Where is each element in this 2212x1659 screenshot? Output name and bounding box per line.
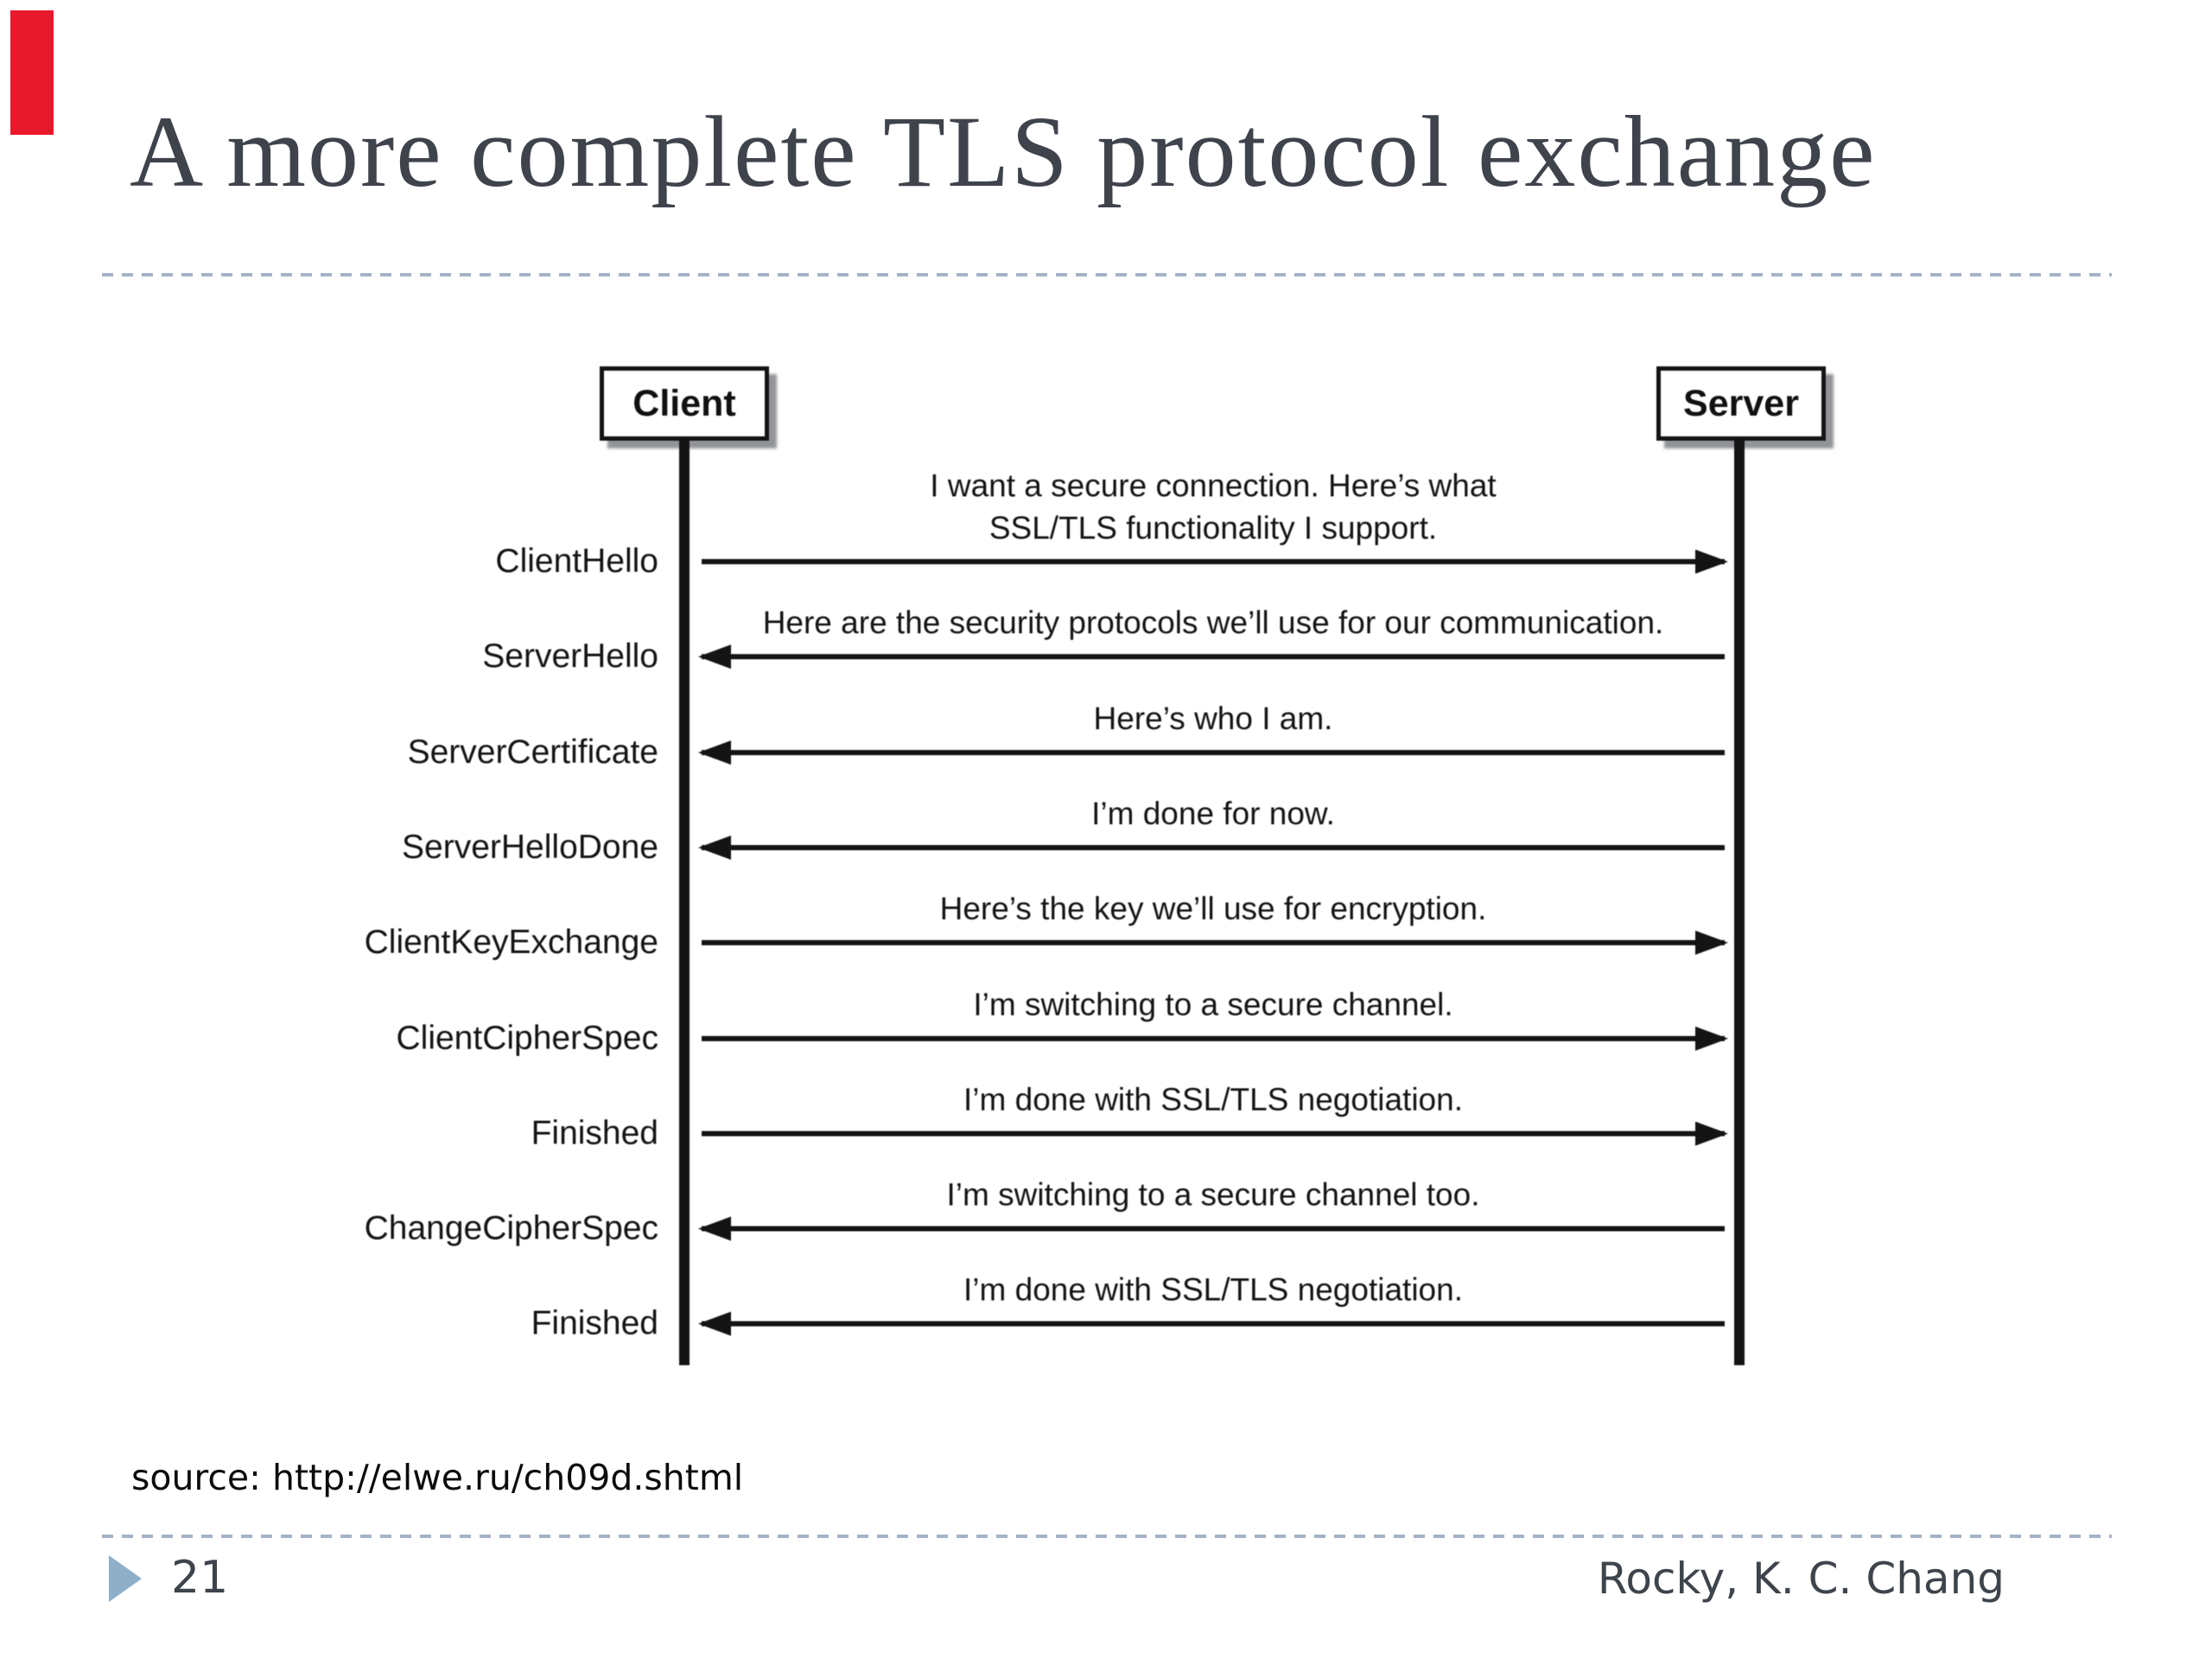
client-actor-box: Client	[600, 366, 769, 441]
message-arrow	[702, 550, 1728, 574]
message-arrow	[702, 1122, 1728, 1146]
message-text: I’m done with SSL/TLS negotiation.	[963, 1082, 1463, 1118]
message-label: Finished	[531, 1115, 658, 1152]
message-text: I’m switching to a secure channel.	[973, 987, 1453, 1023]
red-accent-bar	[10, 10, 54, 135]
arrowhead-icon	[1695, 931, 1728, 955]
arrowhead-icon	[1695, 550, 1728, 574]
message-arrow	[698, 741, 1725, 765]
page-number: 21	[171, 1552, 229, 1604]
message-text: I want a secure connection. Here’s what …	[930, 467, 1497, 546]
message-text: Here’s the key we’ll use for encryption.	[939, 891, 1487, 927]
client-actor-label: Client	[632, 383, 736, 424]
title-divider	[102, 273, 2112, 276]
message-label: ClientCipherSpec	[396, 1020, 659, 1057]
message-arrow	[702, 931, 1728, 955]
message-label: Finished	[531, 1305, 658, 1342]
message-label: ServerCertificate	[407, 734, 658, 771]
message-label: ChangeCipherSpec	[364, 1210, 658, 1247]
message-arrow	[698, 1312, 1725, 1336]
message-text: I’m switching to a secure channel too.	[946, 1177, 1480, 1213]
message-arrow	[698, 1217, 1725, 1241]
server-actor-label: Server	[1683, 383, 1799, 424]
server-lifeline	[1734, 439, 1745, 1365]
arrowhead-icon	[698, 741, 731, 765]
message-label: ServerHello	[482, 638, 658, 675]
source-note: source: http://elwe.ru/ch09d.shtml	[131, 1457, 744, 1498]
arrowhead-icon	[698, 836, 731, 860]
message-label: ClientHello	[495, 543, 658, 580]
message-text: I’m done with SSL/TLS negotiation.	[963, 1272, 1463, 1308]
footer-divider	[102, 1535, 2112, 1538]
message-text: I’m done for now.	[1091, 796, 1335, 832]
triangle-bullet-icon	[109, 1555, 142, 1602]
footer-author: Rocky, K. C. Chang	[1597, 1554, 2005, 1604]
arrowhead-icon	[1695, 1122, 1728, 1146]
message-label: ServerHelloDone	[402, 829, 658, 866]
message-text: Here are the security protocols we’ll us…	[762, 605, 1664, 641]
server-actor-box: Server	[1656, 366, 1826, 441]
slide-title: A more complete TLS protocol exchange	[130, 95, 1877, 208]
message-arrow	[702, 1027, 1728, 1051]
message-arrow	[698, 836, 1725, 860]
message-text: Here’s who I am.	[1093, 701, 1333, 737]
arrowhead-icon	[698, 1312, 731, 1336]
client-lifeline	[679, 439, 690, 1365]
arrowhead-icon	[1695, 1027, 1728, 1051]
arrowhead-icon	[698, 645, 731, 669]
arrowhead-icon	[698, 1217, 731, 1241]
message-arrow	[698, 645, 1725, 669]
message-label: ClientKeyExchange	[364, 924, 658, 961]
